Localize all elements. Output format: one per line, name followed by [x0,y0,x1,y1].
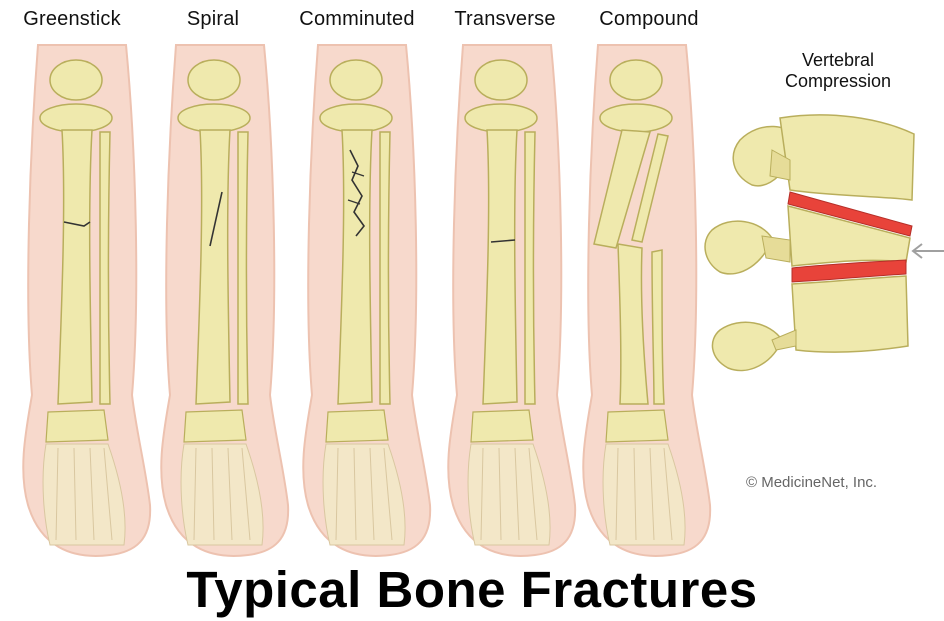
leg-transverse [448,45,575,556]
label-spiral: Spiral [187,8,239,31]
pointer-arrow-icon [913,244,944,258]
page-title: Typical Bone Fractures [0,560,944,619]
label-vertebral-compression: Vertebral Compression [785,50,891,92]
label-greenstick: Greenstick [23,8,121,31]
leg-compound [583,45,710,556]
label-comminuted: Comminuted [299,8,414,31]
copyright-text: © MedicineNet, Inc. [746,474,877,491]
leg-spiral [161,45,288,556]
leg-comminuted [303,45,430,556]
label-transverse: Transverse [454,8,555,31]
label-vertebral-line1: Vertebral [785,50,891,71]
vertebrae-illustration [705,115,914,371]
leg-greenstick [23,45,150,556]
label-vertebral-line2: Compression [785,71,891,92]
label-compound: Compound [599,8,698,31]
